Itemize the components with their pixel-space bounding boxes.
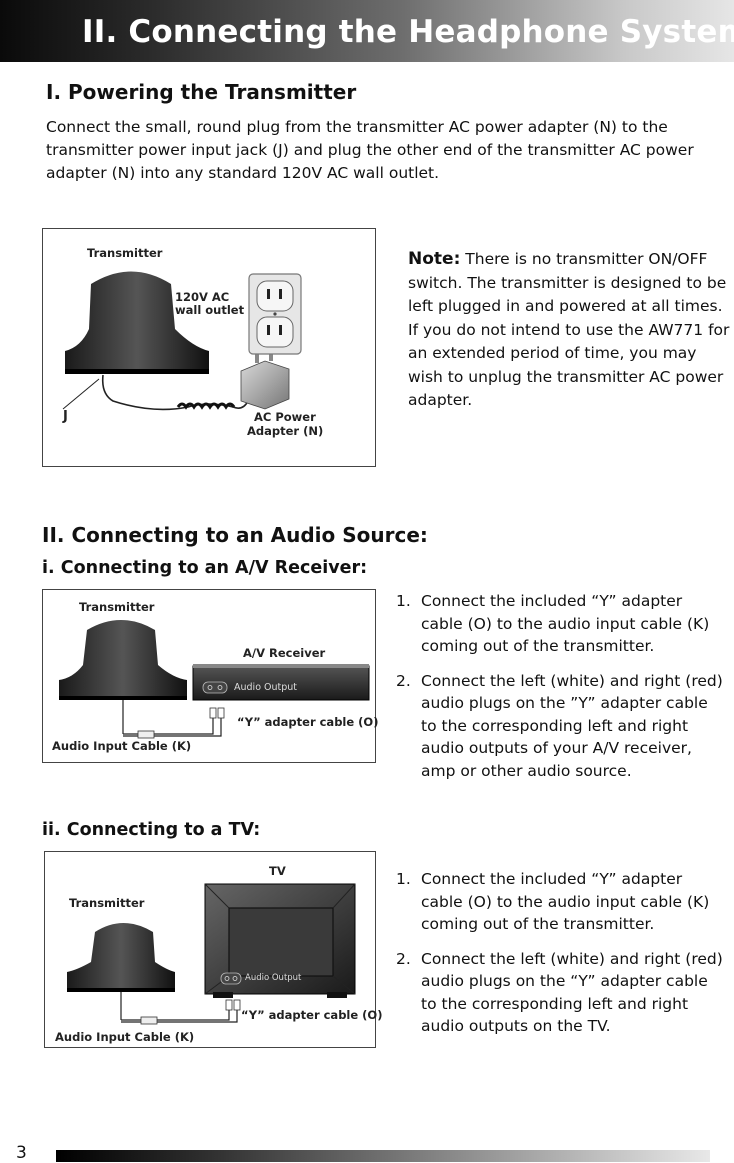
label-transmitter: Transmitter: [69, 896, 145, 910]
receiver-diagram: [59, 620, 370, 739]
list-item: 1.Connect the included “Y” adapter cable…: [396, 870, 710, 933]
list-item: 2.Connect the left (white) and right (re…: [396, 671, 723, 780]
label-transmitter: Transmitter: [79, 600, 155, 614]
tv-diagram: [67, 883, 356, 1025]
power-adapter-shape: [240, 360, 290, 410]
figure-tv-connection: TV Transmitter Audio Output “Y” adapter …: [44, 851, 382, 1048]
label-av-receiver: A/V Receiver: [243, 646, 326, 660]
label-adapter-line1: AC Power: [254, 410, 316, 424]
label-adapter-line2: Adapter (N): [247, 424, 324, 438]
page-header-bar: II. Connecting the Headphone System: [0, 0, 734, 62]
audio-cable: [123, 714, 214, 735]
transmitter-shape: [59, 620, 187, 700]
label-audio-output: Audio Output: [245, 973, 302, 983]
list-item: 1.Connect the included “Y” adapter cable…: [396, 592, 710, 655]
section-body-powering: Connect the small, round plug from the t…: [46, 118, 694, 182]
label-jack: J: [63, 409, 68, 424]
label-y-adapter-cable: “Y” adapter cable (O): [237, 715, 379, 729]
audio-cable: [121, 1002, 230, 1021]
transmitter-shape: [67, 923, 175, 992]
label-audio-input-cable: Audio Input Cable (K): [52, 739, 192, 753]
section-heading-powering: I. Powering the Transmitter: [46, 80, 357, 104]
label-audio-output: Audio Output: [234, 682, 298, 693]
label-y-adapter-cable: “Y” adapter cable (O): [241, 1008, 383, 1022]
note-label: Note:: [408, 249, 461, 269]
list-item: 2.Connect the left (white) and right (re…: [396, 949, 723, 1036]
page-title: II. Connecting the Headphone System: [82, 14, 734, 50]
page-number: 3: [16, 1143, 27, 1163]
label-tv: TV: [269, 864, 286, 878]
label-outlet-line2: wall outlet: [175, 303, 245, 317]
transmitter-shape: [65, 271, 209, 373]
note-block: Note: There is no transmitter ON/OFF swi…: [408, 248, 730, 413]
receiver-steps-list: 1.Connect the included “Y” adapter cable…: [396, 590, 728, 794]
label-outlet-line1: 120V AC: [175, 290, 230, 304]
label-audio-input-cable: Audio Input Cable (K): [55, 1030, 195, 1044]
figure-powering-transmitter: Transmitter 120V AC wall outlet J AC Pow…: [42, 228, 376, 467]
section-heading-audio-source: II. Connecting to an Audio Source:: [42, 523, 428, 547]
label-transmitter: Transmitter: [87, 246, 163, 260]
footer-gradient-bar: [56, 1150, 710, 1162]
powering-diagram: [62, 271, 302, 411]
tv-steps-list: 1.Connect the included “Y” adapter cable…: [396, 868, 728, 1050]
coiled-cord: [176, 402, 236, 410]
figure-receiver-connection: Transmitter A/V Receiver Audio Output “Y…: [42, 589, 379, 763]
subsection-heading-receiver: i. Connecting to an A/V Receiver:: [42, 558, 368, 578]
note-text: There is no transmitter ON/OFF switch. T…: [408, 250, 730, 409]
subsection-heading-tv: ii. Connecting to a TV:: [42, 820, 261, 840]
